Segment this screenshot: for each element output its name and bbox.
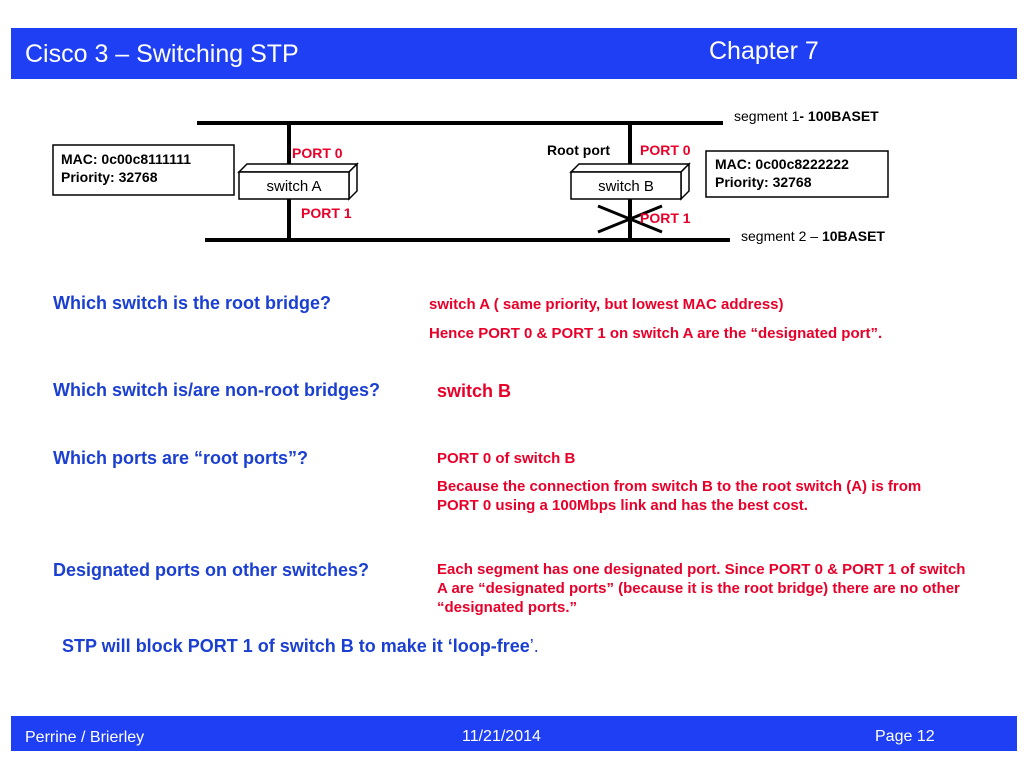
segment-2-label: segment 2 – 10BASET [741,228,885,244]
chapter-label: Chapter 7 [709,37,819,65]
footer-page-number: Page 12 [875,728,935,745]
switch-b-priority: Priority: 32768 [715,174,812,190]
switch-a-info-box [52,144,235,196]
answer-root-ports-detail: Because the connection from switch B to … [437,478,922,514]
slide-footer: Perrine / Brierley 11/21/2014 Page 12 [11,716,1017,751]
switch-a-box: switch A [237,162,359,201]
question-non-root: Which switch is/are non-root bridges? [53,380,381,400]
switch-b-box: switch B [569,162,691,201]
switch-a-label: switch A [266,178,321,195]
segment-1-label: segment 1- 100BASET [734,108,879,124]
switch-b-port0-label: PORT 0 [640,142,691,158]
question-root-bridge: Which switch is the root bridge? [53,293,332,313]
conclusion-tail: ’. [529,636,539,656]
switch-b-label: switch B [598,178,654,195]
switch-a-priority: Priority: 32768 [61,169,158,185]
conclusion-text: STP will block PORT 1 of switch B to mak… [62,636,539,657]
slide-title: Cisco 3 – Switching STP [25,40,299,68]
root-port-label: Root port [547,142,610,158]
footer-author: Perrine / Brierley [25,729,145,746]
conclusion-main: STP will block PORT 1 of switch B to mak… [62,636,530,656]
footer-date: 11/21/2014 [462,728,541,745]
switch-a-port1-label: PORT 1 [301,205,352,221]
slide-header: Cisco 3 – Switching STP Chapter 7 [11,28,1017,79]
switch-a-mac: MAC: 0c00c8111111 [61,151,191,167]
switch-a-port0-label: PORT 0 [292,145,343,161]
answer-non-root: switch B [437,381,512,401]
question-designated-ports: Designated ports on other switches? [53,560,370,580]
blocked-port-x-icon [597,204,663,234]
switch-b-info-box [705,150,889,198]
switch-b-port1-label: PORT 1 [640,210,691,226]
answer-root-bridge-detail: Hence PORT 0 & PORT 1 on switch A are th… [429,325,883,342]
answer-root-bridge: switch A ( same priority, but lowest MAC… [429,296,784,313]
question-root-ports: Which ports are “root ports”? [53,448,309,468]
switch-b-mac: MAC: 0c00c8222222 [715,156,849,172]
answer-designated-ports: Each segment has one designated port. Si… [437,561,966,616]
answer-root-ports: PORT 0 of switch B [437,450,576,467]
network-diagram: switch A switch B segment 1- 100BASET se… [52,108,889,244]
